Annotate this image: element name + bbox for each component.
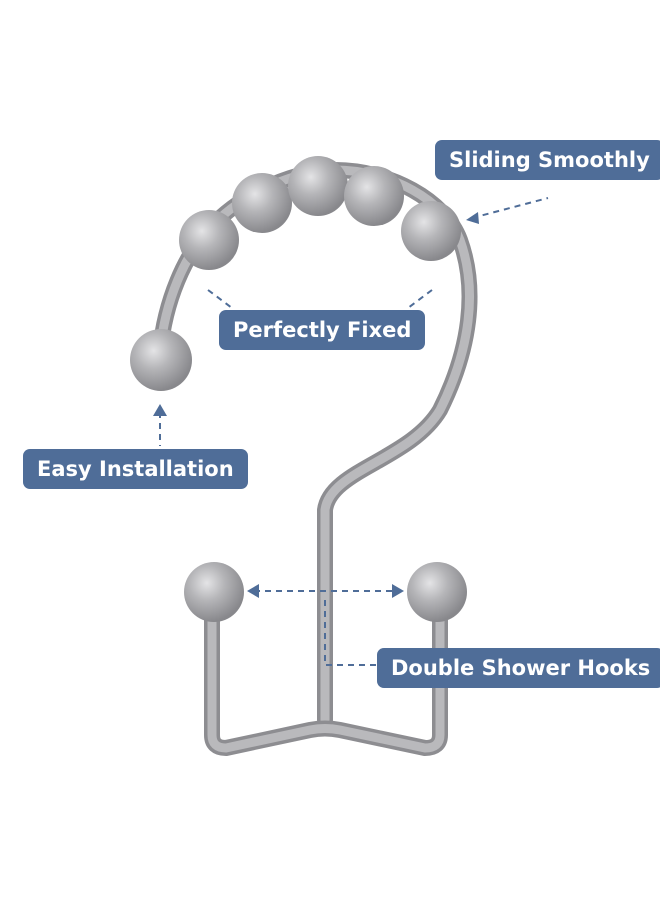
roller-ball: [179, 210, 239, 270]
callout-double-shower-hooks: Double Shower Hooks: [377, 648, 660, 688]
arrow-icon: [247, 584, 259, 598]
pointer-lines: [159, 197, 549, 666]
arrow-icon: [466, 212, 479, 224]
roller-ball: [288, 156, 348, 216]
callout-easy-installation: Easy Installation: [23, 449, 248, 489]
hook-end-ball: [184, 562, 244, 622]
roller-ball: [401, 201, 461, 261]
callout-sliding-smoothly: Sliding Smoothly: [435, 140, 660, 180]
roller-ball: [344, 166, 404, 226]
double-hook-base: [204, 592, 448, 756]
hook-end-ball: [407, 562, 467, 622]
roller-ball: [232, 173, 292, 233]
pointer-arrowheads: [153, 212, 479, 598]
callout-perfectly-fixed: Perfectly Fixed: [219, 310, 426, 350]
arrow-icon: [392, 584, 404, 598]
roller-balls: [130, 156, 467, 622]
arrow-icon: [153, 404, 167, 416]
roller-ball: [130, 329, 192, 391]
